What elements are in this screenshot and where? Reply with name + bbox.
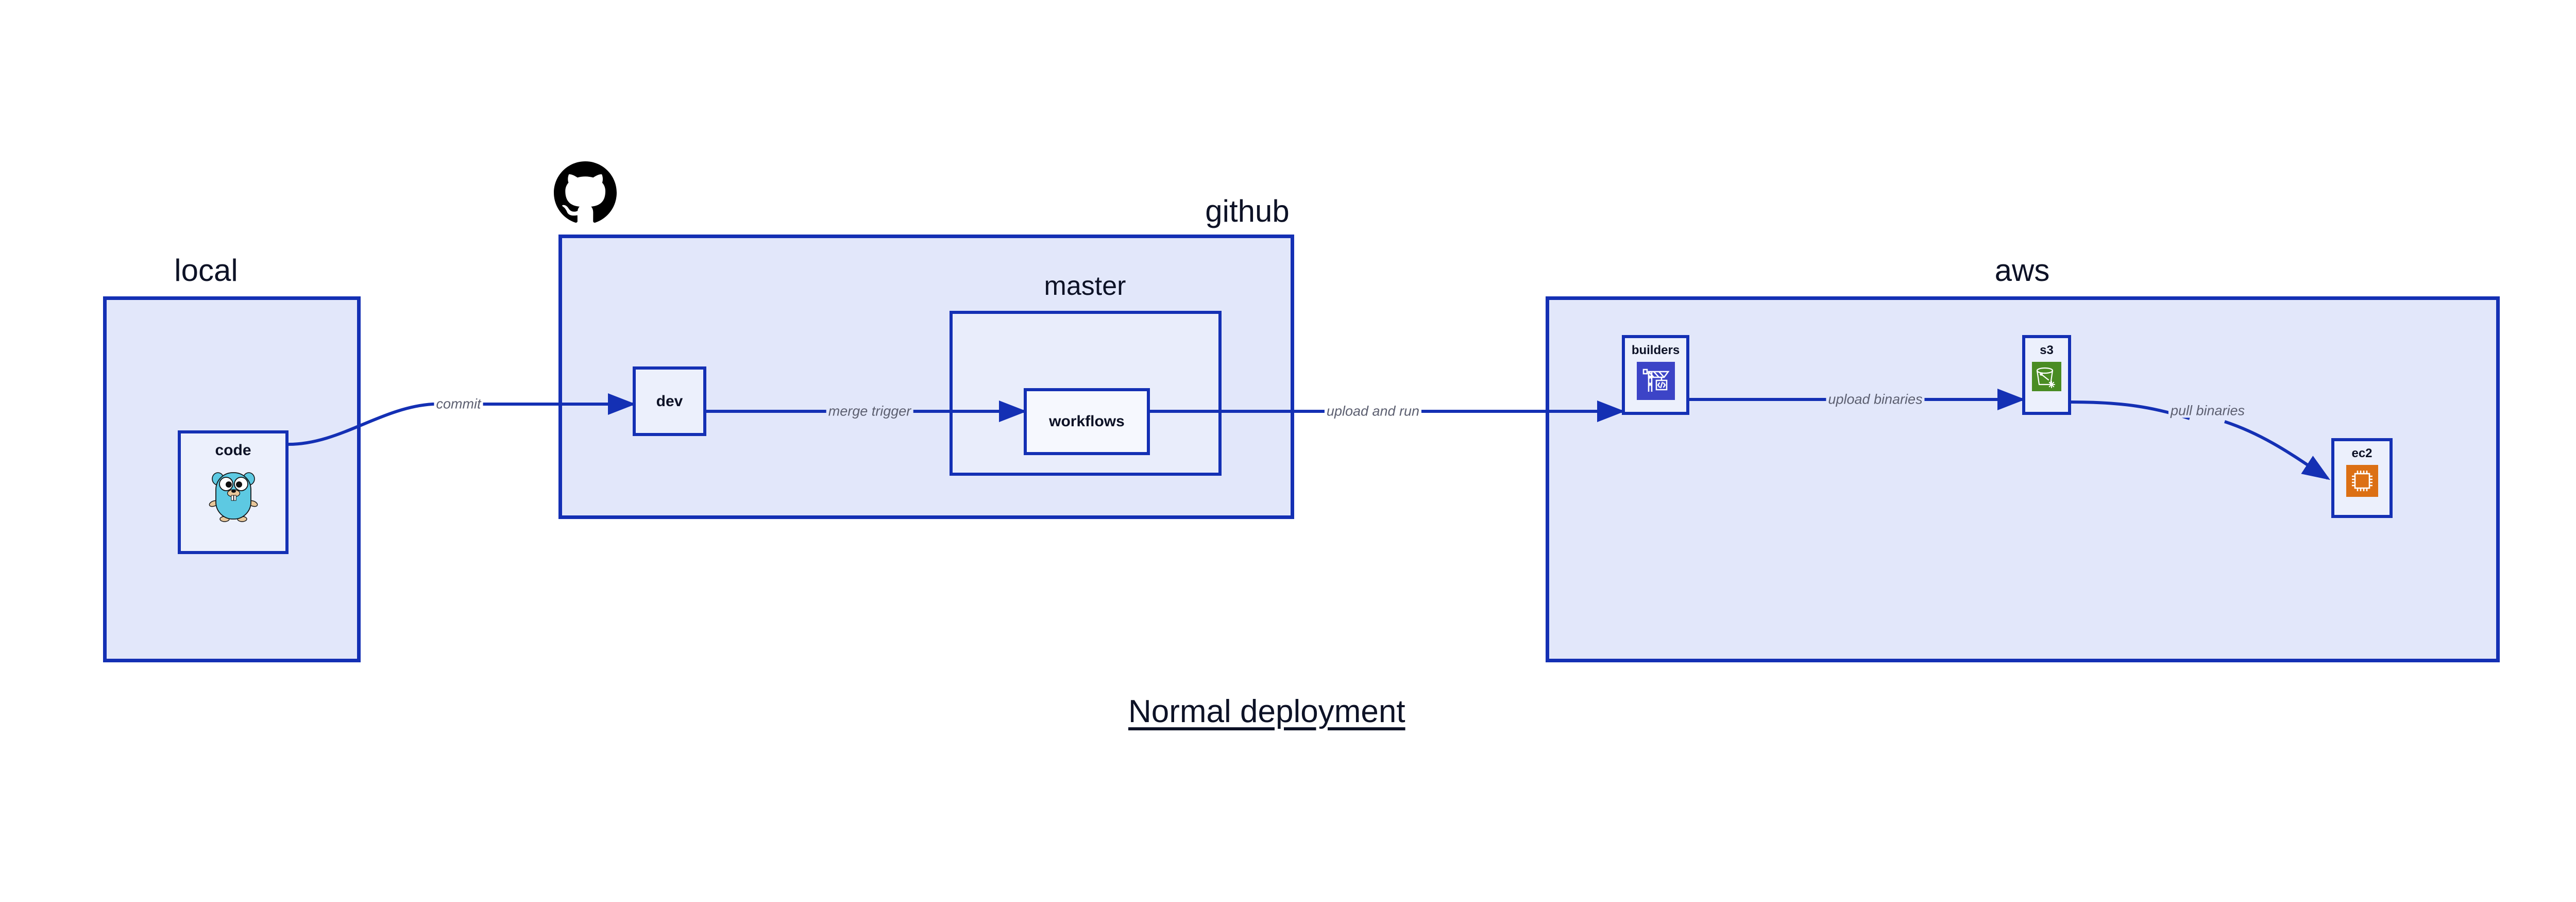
edge-label-upload-binaries: upload binaries (1826, 392, 1925, 407)
group-label-master: master (1044, 271, 1126, 301)
group-label-github: github (1205, 194, 1290, 228)
edge-label-merge-trigger: merge trigger (826, 404, 913, 419)
aws-s3-glacier-icon (2032, 362, 2061, 394)
node-label-ec2: ec2 (2351, 446, 2372, 460)
node-label-s3: s3 (2040, 343, 2054, 357)
node-s3[interactable]: s3 (2022, 335, 2071, 415)
aws-codebuild-icon (1636, 362, 1675, 403)
page-title: Normal deployment (1128, 694, 1405, 729)
go-gopher-icon (209, 465, 258, 526)
group-label-local: local (174, 253, 238, 288)
edge-label-pull-binaries: pull binaries (2168, 404, 2247, 418)
node-label-code: code (215, 442, 251, 459)
aws-ec2-icon (2346, 465, 2378, 499)
edge-label-upload-and-run: upload and run (1324, 404, 1422, 419)
node-dev[interactable]: dev (633, 366, 706, 436)
edge-label-commit: commit (434, 397, 483, 411)
node-code[interactable]: code (178, 430, 289, 554)
node-builders[interactable]: builders (1622, 335, 1689, 415)
node-ec2[interactable]: ec2 (2331, 438, 2393, 518)
node-workflows[interactable]: workflows (1024, 388, 1150, 455)
github-octocat-icon (554, 161, 617, 227)
node-label-dev: dev (656, 392, 683, 410)
node-label-builders: builders (1631, 343, 1680, 357)
node-label-workflows: workflows (1049, 413, 1125, 430)
group-label-aws: aws (1994, 253, 2050, 288)
